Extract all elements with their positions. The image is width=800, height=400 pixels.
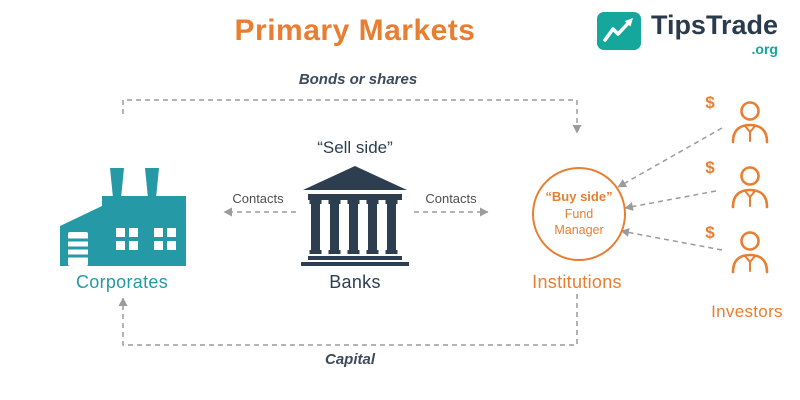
contacts-left-label: Contacts bbox=[232, 191, 284, 206]
sell-side-label: “Sell side” bbox=[317, 138, 393, 157]
manager-label: Manager bbox=[554, 223, 604, 238]
investor-icon bbox=[731, 231, 769, 274]
investor2-arrow bbox=[624, 190, 717, 211]
corporates-label: Corporates bbox=[75, 272, 169, 292]
investor1-arrow bbox=[617, 127, 723, 188]
logo-name: TipsTrade bbox=[650, 10, 778, 40]
institutions-label: Institutions bbox=[532, 272, 622, 292]
contacts-right-label: Contacts bbox=[425, 191, 477, 206]
page-title: Primary Markets bbox=[234, 14, 476, 47]
bank-icon bbox=[301, 166, 409, 266]
fund-manager-circle: “Buy side” Fund Manager bbox=[532, 167, 626, 261]
dollar-sign: $ bbox=[705, 93, 715, 112]
investor-icon bbox=[731, 166, 769, 209]
factory-icon bbox=[60, 168, 186, 266]
logo-tld: .org bbox=[751, 41, 778, 58]
buy-side-label: “Buy side” bbox=[545, 189, 613, 205]
dollar-sign: $ bbox=[705, 223, 715, 242]
investors-label: Investors bbox=[711, 302, 783, 321]
logo-chart-icon bbox=[596, 12, 641, 50]
capital-label: Capital bbox=[324, 351, 375, 368]
banks-label: Banks bbox=[329, 272, 381, 292]
logo: TipsTrade .org bbox=[596, 10, 778, 57]
investor3-arrow bbox=[620, 228, 723, 251]
investor-icon bbox=[731, 101, 769, 144]
capital-flow-arrow bbox=[118, 294, 578, 346]
logo-text: TipsTrade .org bbox=[651, 10, 778, 57]
bonds-flow-arrow bbox=[122, 99, 582, 134]
dollar-sign: $ bbox=[705, 158, 715, 177]
fund-label: Fund bbox=[564, 207, 594, 222]
bonds-or-shares-label: Bonds or shares bbox=[298, 71, 418, 88]
